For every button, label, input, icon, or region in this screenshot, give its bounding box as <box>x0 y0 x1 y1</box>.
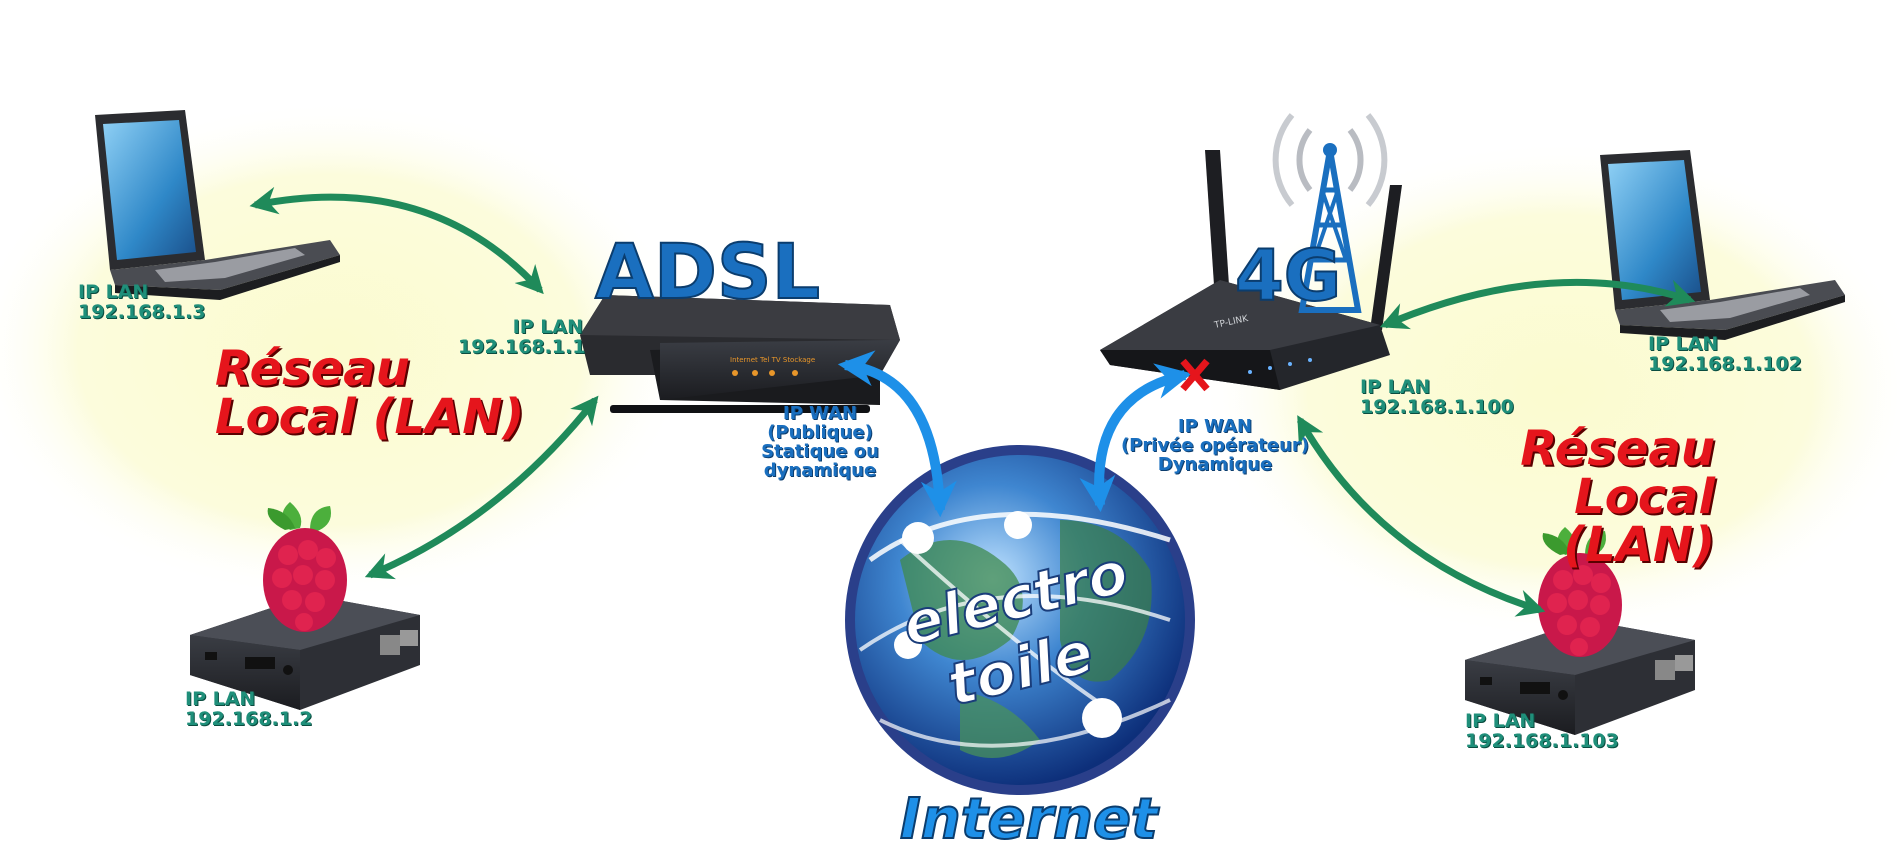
raspberry-pi-icon <box>1465 527 1695 735</box>
4g-wan-line1: IP WAN <box>1177 416 1253 437</box>
right-laptop-ip-value: 192.168.1.102 <box>1648 352 1802 375</box>
left-lan-title: Réseau Local (LAN) <box>215 345 524 441</box>
adsl-wan-line1: IP WAN <box>782 403 858 424</box>
lan-link-left-raspberry <box>364 395 599 580</box>
right-lan-title-line1: Réseau <box>1520 421 1715 477</box>
right-lan-title: Réseau Local (LAN) <box>1435 425 1715 569</box>
lan-link-right-raspberry <box>1296 415 1546 617</box>
right-laptop-ip-label: IP LAN <box>1648 333 1719 355</box>
adsl-wan-line3: Statique ou <box>761 440 879 462</box>
left-lan-title-line1: Réseau <box>215 341 410 397</box>
right-lan-title-line2: Local (LAN) <box>1563 469 1715 573</box>
right-raspberry-ip: IP LAN 192.168.1.103 <box>1465 710 1619 752</box>
4g-lan-ip-value: 192.168.1.100 <box>1360 395 1514 418</box>
4g-lan-ip-label: IP LAN <box>1360 376 1431 398</box>
raspberry-pi-icon <box>190 502 420 710</box>
right-raspberry-ip-value: 192.168.1.103 <box>1465 729 1619 752</box>
adsl-wan-line2: (Publique) <box>767 421 873 443</box>
right-raspberry-ip-label: IP LAN <box>1465 710 1536 732</box>
adsl-title: ADSL <box>595 227 820 316</box>
adsl-lan-ip-value: 192.168.1.1 <box>458 335 586 358</box>
right-laptop-ip: IP LAN 192.168.1.102 <box>1648 333 1802 375</box>
left-laptop-ip-value: 192.168.1.3 <box>78 300 206 323</box>
left-raspberry-ip: IP LAN 192.168.1.2 <box>185 688 313 730</box>
wan-link-adsl <box>837 350 957 518</box>
laptop-icon <box>1600 150 1845 340</box>
left-laptop-ip-label: IP LAN <box>78 281 149 303</box>
wan-link-4g <box>1079 363 1193 513</box>
lan-link-left-laptop <box>249 186 544 295</box>
adsl-lan-ip-label: IP LAN <box>512 316 583 338</box>
left-lan-title-line2: Local (LAN) <box>215 389 525 445</box>
left-laptop-ip: IP LAN 192.168.1.3 <box>78 281 206 323</box>
adsl-lan-ip: IP LAN 192.168.1.1 <box>458 316 586 358</box>
adsl-wan-line4: dynamique <box>763 459 877 481</box>
blocked-cross-icon <box>1180 358 1210 392</box>
4g-wan-label: IP WAN (Privée opérateur) Dynamique <box>1115 416 1315 475</box>
adsl-panel-text: Internet Tel TV Stockage <box>730 356 815 364</box>
4g-wan-line2: (Privée opérateur) <box>1120 434 1310 456</box>
globe-icon <box>845 445 1195 795</box>
left-raspberry-ip-label: IP LAN <box>185 688 256 710</box>
4g-title: 4G <box>1235 235 1341 317</box>
4g-wan-line3: Dynamique <box>1157 453 1273 475</box>
lan-link-right-laptop <box>1379 278 1696 330</box>
internet-label: Internet <box>900 787 1160 852</box>
adsl-wan-label: IP WAN (Publique) Statique ou dynamique <box>745 403 895 481</box>
left-raspberry-ip-value: 192.168.1.2 <box>185 707 313 730</box>
laptop-icon <box>95 110 340 300</box>
4g-lan-ip: IP LAN 192.168.1.100 <box>1360 376 1514 418</box>
